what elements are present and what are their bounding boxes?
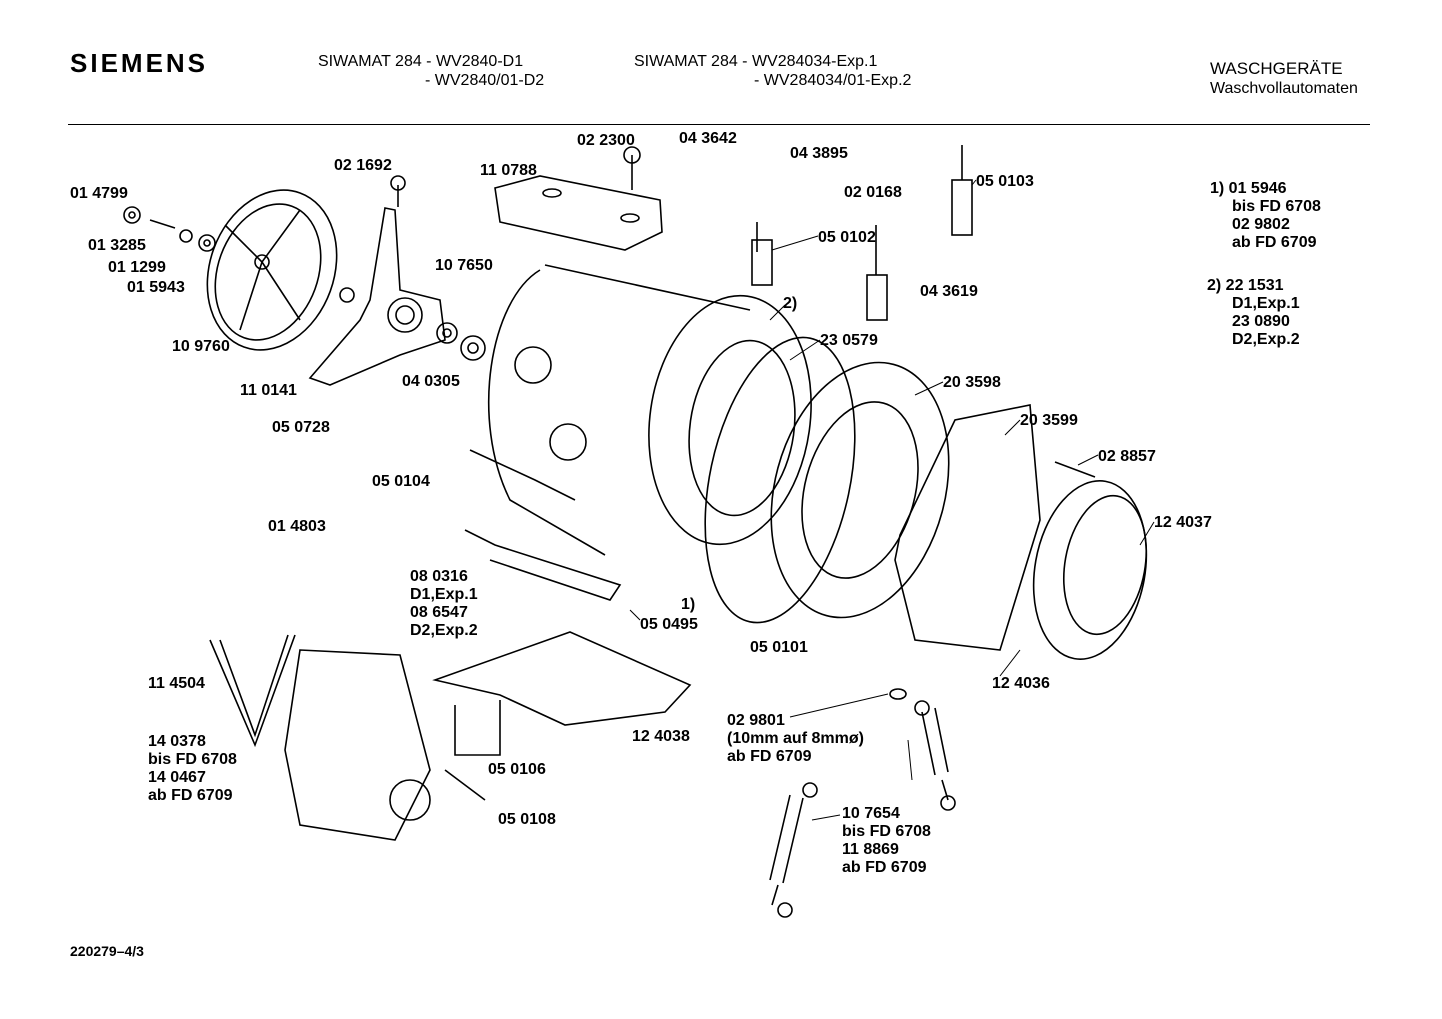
front-ring (770, 361, 950, 619)
part-label: 05 0495 (640, 616, 698, 633)
clamp-frame (894, 404, 1041, 651)
motor (284, 649, 486, 841)
part-label: 04 3619 (920, 283, 978, 300)
pulley (206, 189, 338, 351)
bearing-bracket (308, 175, 446, 386)
part-label: 01 3285 (88, 237, 146, 254)
part-label: 11 4504 (148, 675, 205, 692)
part-label: 05 0102 (818, 229, 876, 246)
category: WASCHGERÄTE (1210, 59, 1343, 78)
part-label: 10 9760 (172, 338, 230, 355)
part-label: 02 1692 (334, 157, 392, 174)
heater (464, 529, 622, 601)
model-a-line1: SIWAMAT 284 - WV2840-D1 (318, 53, 524, 70)
part-label: 05 0103 (976, 173, 1034, 190)
part-label: 12 4036 (992, 675, 1050, 692)
model-b-line2: - WV284034/01-Exp.2 (754, 72, 912, 89)
part-label: 23 0579 (820, 332, 878, 349)
part-label: 02 0168 (844, 184, 902, 201)
gasket-ring (704, 336, 856, 624)
part-label: 01 4803 (268, 518, 326, 535)
part-label: 11 0141 (240, 382, 297, 399)
belt (209, 634, 296, 748)
siemens-logo: SIEMENS (70, 48, 209, 78)
part-label: 05 0104 (372, 473, 430, 490)
part-label: 02 2300 (577, 132, 635, 149)
door-seal (1032, 480, 1148, 660)
part-label: 1) (681, 596, 696, 613)
drawing-number: 220279–4/3 (70, 943, 144, 959)
bushing-label: 02 9801(10mm auf 8mmø)ab FD 6709 (727, 712, 864, 765)
part-label: 04 0305 (402, 373, 460, 390)
part-label: 01 5943 (127, 279, 185, 296)
part-label: 05 0728 (272, 419, 330, 436)
part-label: 01 1299 (108, 259, 166, 276)
subcategory: Waschvollautomaten (1210, 80, 1358, 97)
part-label: 05 0101 (750, 639, 808, 656)
part-label: 12 4037 (1154, 514, 1212, 531)
model-b-line1: SIWAMAT 284 - WV284034-Exp.1 (634, 53, 878, 70)
part-label: 05 0106 (488, 761, 546, 778)
base-plate (432, 631, 692, 726)
counterweight (494, 175, 663, 251)
part-label: 20 3598 (943, 374, 1001, 391)
model-a-line2: - WV2840/01-D2 (425, 72, 545, 89)
part-label: 05 0108 (498, 811, 556, 828)
part-label: 01 4799 (70, 185, 128, 202)
part-label: 02 8857 (1098, 448, 1156, 465)
tub (469, 264, 812, 556)
part-label: 2) (783, 295, 798, 312)
part-label: 04 3642 (679, 130, 737, 147)
part-label: 11 0788 (480, 162, 537, 179)
part-label: 04 3895 (790, 145, 848, 162)
part-label: 12 4038 (632, 728, 690, 745)
part-label: 20 3599 (1020, 412, 1078, 429)
header-rule (68, 124, 1370, 125)
part-label: 10 7650 (435, 257, 493, 274)
